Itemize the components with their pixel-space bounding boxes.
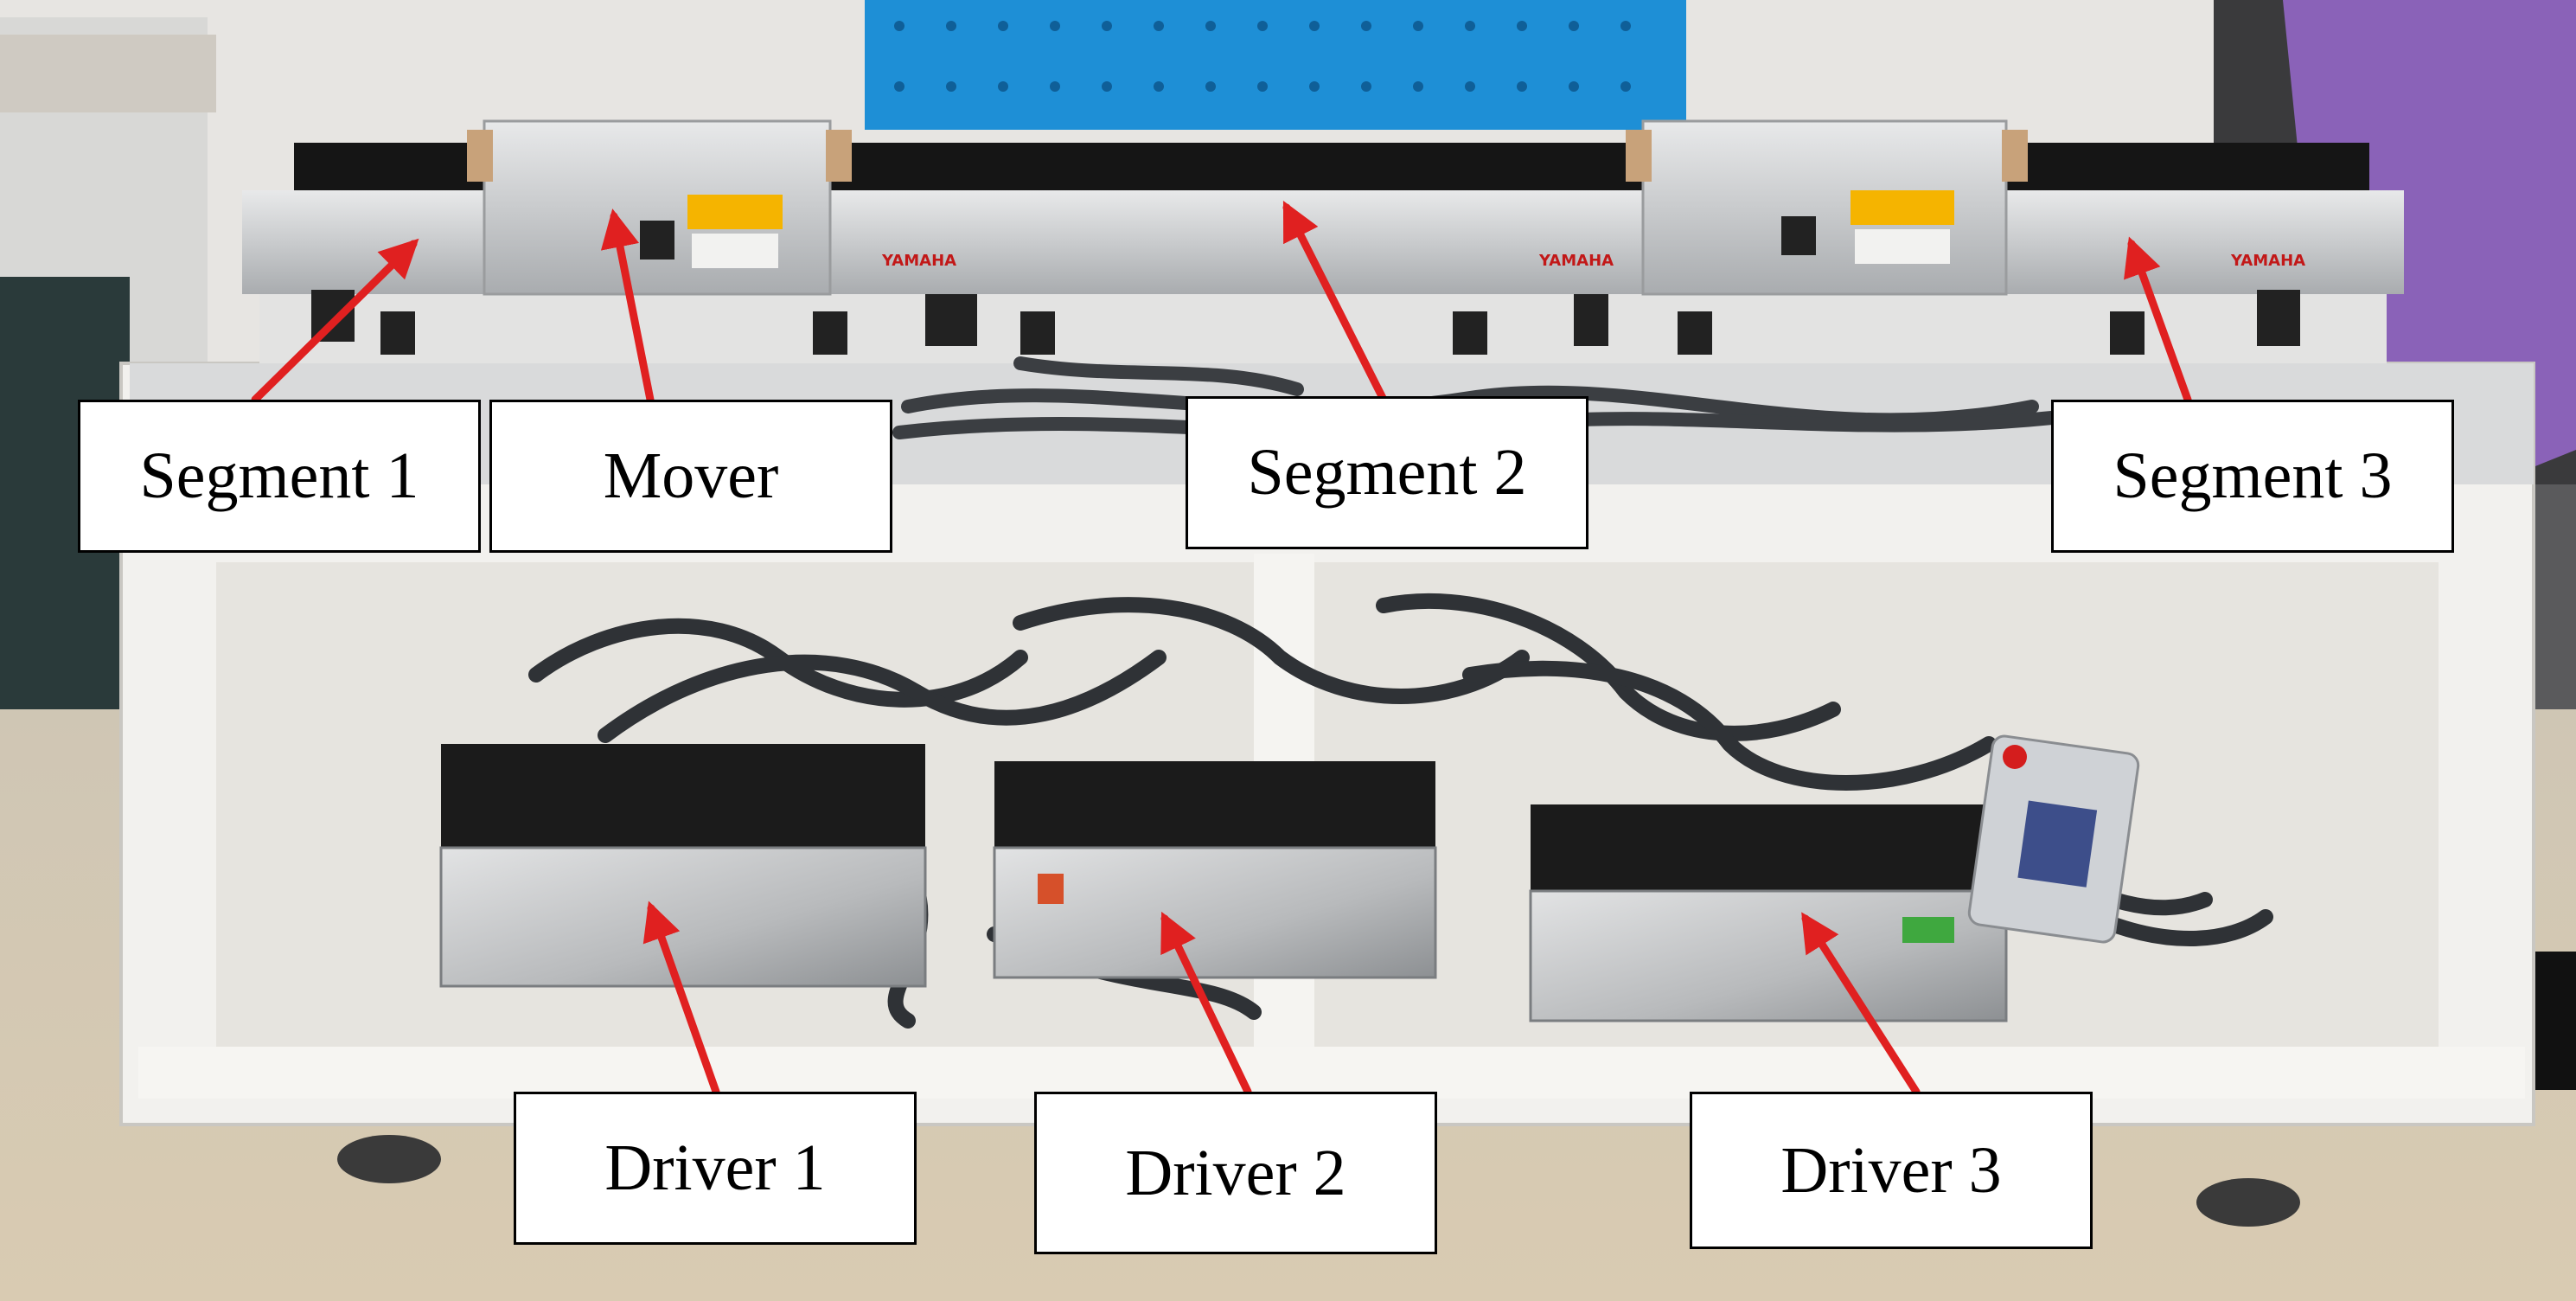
label-segment-2: Segment 2 (1186, 396, 1588, 549)
arrow-driver-1 (642, 900, 720, 1096)
arrow-driver-2 (1160, 911, 1252, 1096)
mover-left (467, 119, 852, 296)
label-driver-1: Driver 1 (514, 1092, 917, 1245)
driver-3-unit (1529, 804, 2008, 1022)
casters (337, 1135, 2300, 1227)
driver-1-unit (439, 744, 927, 988)
arrow-segment-2 (1282, 200, 1388, 404)
label-segment-3: Segment 3 (2051, 400, 2454, 553)
arrow-segment-1 (251, 238, 419, 404)
svg-text:YAMAHA: YAMAHA (1538, 252, 1614, 270)
svg-text:YAMAHA: YAMAHA (881, 252, 956, 270)
annotation-arrows (251, 200, 2192, 1096)
arrow-driver-3 (1801, 912, 1921, 1096)
arrow-segment-3 (2124, 236, 2192, 404)
label-segment-1: Segment 1 (78, 400, 481, 553)
mover-right (1626, 119, 2028, 296)
label-mover: Mover (489, 400, 892, 553)
label-driver-3: Driver 3 (1690, 1092, 2093, 1249)
arrow-mover (600, 208, 655, 404)
label-driver-2: Driver 2 (1034, 1092, 1437, 1254)
driver-2-unit (993, 761, 1437, 979)
blue-pegboard (865, 0, 1686, 130)
teach-pendant (1967, 734, 2140, 944)
svg-text:YAMAHA: YAMAHA (2230, 252, 2305, 270)
